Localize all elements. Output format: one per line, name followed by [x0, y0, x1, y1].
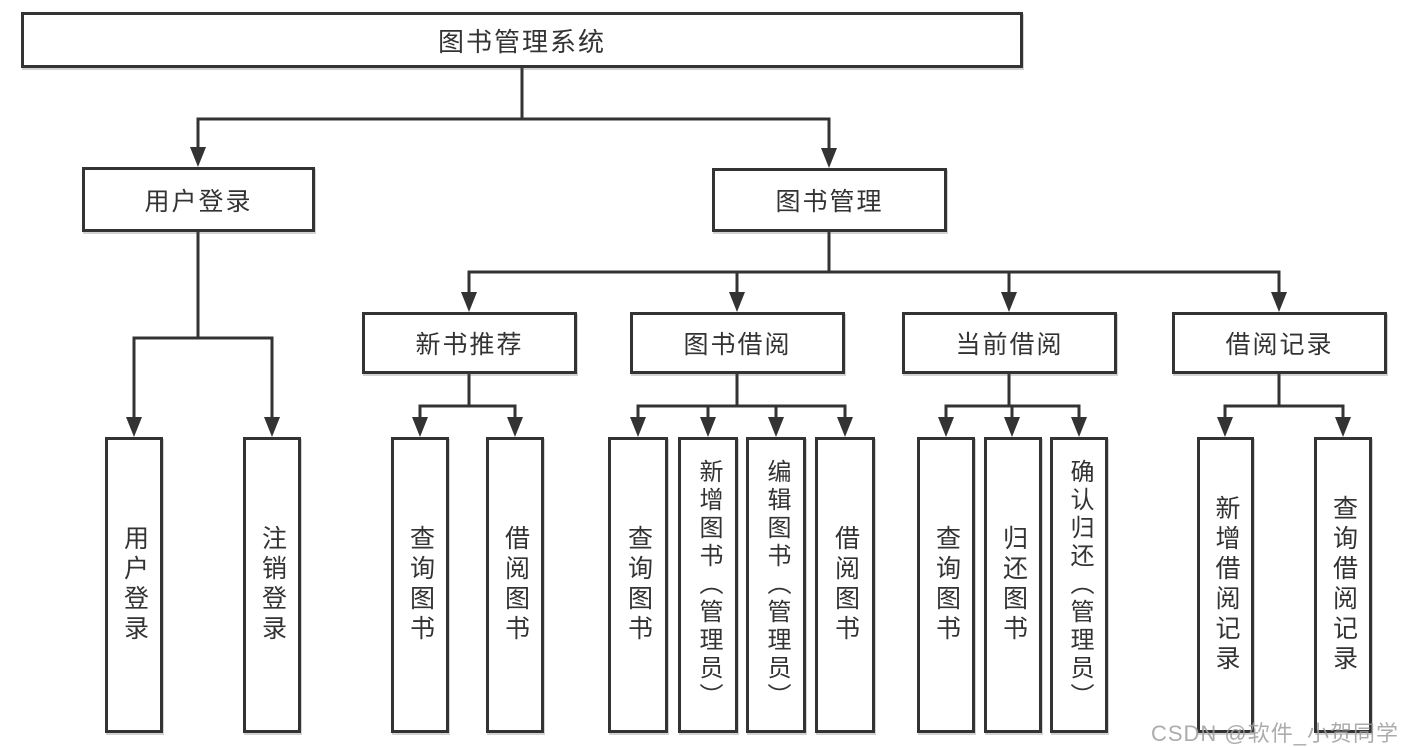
- node-leaf-bb-borrow-books-label: 借阅图书: [831, 525, 860, 645]
- node-leaf-user-login: 用户登录: [105, 437, 163, 733]
- node-leaf-nbr-borrow-books-label: 借阅图书: [501, 525, 530, 645]
- node-root-label: 图书管理系统: [437, 26, 606, 57]
- node-leaf-bb-query-books: 查询图书: [608, 437, 668, 733]
- arrowhead: [768, 417, 784, 437]
- node-leaf-nbr-borrow-books: 借阅图书: [486, 437, 544, 733]
- node-leaf-cb-confirm-return-label: 确认归还（管理员）: [1066, 459, 1093, 711]
- node-leaf-nbr-query-books-label: 查询图书: [406, 525, 435, 645]
- arrowhead: [461, 292, 477, 312]
- node-root: 图书管理系统: [21, 12, 1023, 68]
- node-leaf-cb-return-books-label: 归还图书: [999, 525, 1028, 645]
- node-leaf-br-add-record: 新增借阅记录: [1197, 437, 1254, 733]
- node-leaf-logout: 注销登录: [243, 437, 301, 733]
- arrowhead: [126, 417, 142, 437]
- node-current-borrow: 当前借阅: [902, 312, 1117, 374]
- node-leaf-user-login-label: 用户登录: [120, 525, 149, 645]
- node-leaf-logout-label: 注销登录: [258, 525, 287, 645]
- arrowhead: [1071, 417, 1087, 437]
- node-leaf-cb-return-books: 归还图书: [984, 437, 1042, 733]
- node-book-mgmt: 图书管理: [712, 168, 947, 232]
- node-book-borrow-label: 图书借阅: [683, 331, 792, 359]
- node-current-borrow-label: 当前借阅: [955, 331, 1064, 359]
- node-user-login: 用户登录: [82, 167, 315, 232]
- node-borrow-records: 借阅记录: [1172, 312, 1387, 374]
- arrowhead: [1271, 292, 1287, 312]
- edge-new-book-rec-to-leaves: [412, 372, 523, 437]
- arrowhead: [412, 417, 428, 437]
- node-leaf-bb-add-books: 新增图书（管理员）: [678, 437, 738, 733]
- node-leaf-br-add-record-label: 新增借阅记录: [1212, 495, 1240, 675]
- edge-book-borrow-to-leaves: [630, 372, 853, 437]
- node-leaf-cb-confirm-return: 确认归还（管理员）: [1050, 437, 1108, 733]
- node-new-book-rec: 新书推荐: [362, 312, 577, 374]
- node-leaf-cb-query-books: 查询图书: [917, 437, 975, 733]
- arrowhead: [938, 417, 954, 437]
- edge-user-login-to-leaves: [126, 230, 280, 437]
- edge-current-borrow-to-leaves: [938, 372, 1087, 437]
- arrowhead: [264, 417, 280, 437]
- node-book-borrow: 图书借阅: [630, 312, 845, 374]
- node-borrow-records-label: 借阅记录: [1225, 331, 1334, 359]
- node-book-mgmt-label: 图书管理: [775, 188, 884, 216]
- arrowhead: [729, 292, 745, 312]
- arrowhead: [821, 148, 837, 168]
- arrowhead: [630, 417, 646, 437]
- node-leaf-bb-query-books-label: 查询图书: [624, 525, 653, 645]
- node-leaf-bb-edit-books: 编辑图书（管理员）: [746, 437, 806, 733]
- arrowhead: [1001, 292, 1017, 312]
- node-leaf-br-query-record: 查询借阅记录: [1314, 437, 1372, 733]
- edge-book-mgmt-to-level3: [461, 230, 1287, 312]
- arrowhead: [1004, 417, 1020, 437]
- arrowhead: [1335, 417, 1351, 437]
- watermark: CSDN @软件_小贺同学: [1150, 721, 1399, 746]
- arrowhead: [1217, 417, 1233, 437]
- node-leaf-br-query-record-label: 查询借阅记录: [1329, 495, 1358, 675]
- node-leaf-bb-add-books-label: 新增图书（管理员）: [695, 459, 722, 711]
- node-leaf-bb-borrow-books: 借阅图书: [815, 437, 875, 733]
- arrowhead: [700, 417, 716, 437]
- node-leaf-cb-query-books-label: 查询图书: [932, 525, 961, 645]
- node-leaf-nbr-query-books: 查询图书: [391, 437, 449, 733]
- node-user-login-label: 用户登录: [144, 187, 253, 216]
- edge-root-to-level2: [190, 66, 837, 168]
- node-new-book-rec-label: 新书推荐: [415, 331, 524, 359]
- node-leaf-bb-edit-books-label: 编辑图书（管理员）: [763, 459, 790, 711]
- edge-borrow-records-to-leaves: [1217, 372, 1351, 437]
- arrowhead: [507, 417, 523, 437]
- arrowhead: [190, 147, 206, 167]
- arrowhead: [837, 417, 853, 437]
